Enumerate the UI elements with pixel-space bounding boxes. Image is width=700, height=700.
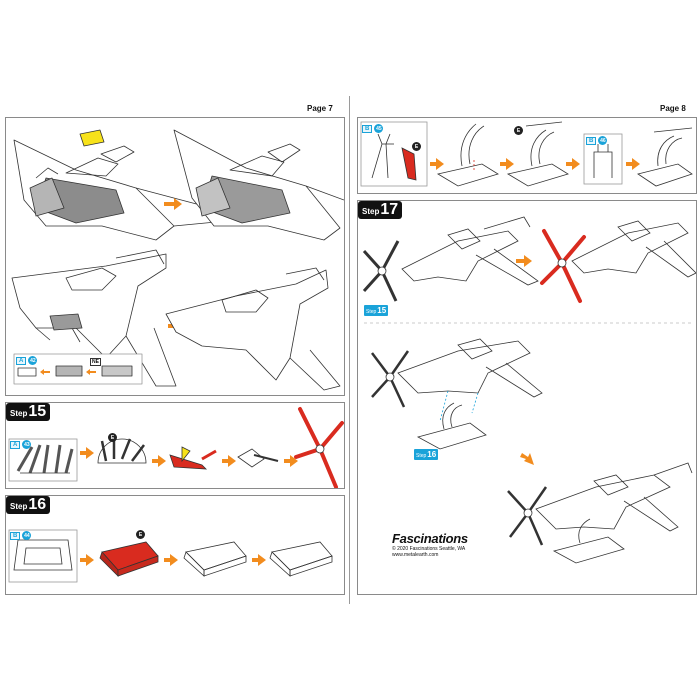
tab-letter-e: E [412, 142, 421, 151]
step-number: 17 [380, 201, 399, 218]
part-ref-b-45: B 45 [362, 124, 384, 133]
propeller-assembly-drawing [8, 407, 344, 488]
tab-callout-e: E [106, 433, 117, 442]
tag-number: 15 [377, 306, 387, 315]
step-17-badge: Step 17 [358, 201, 403, 219]
plane-fuselage-shaded [13, 129, 217, 241]
tab-letter-e: E [136, 530, 145, 539]
tab-letter-b: B [586, 136, 597, 145]
stand-base-drawing [8, 529, 333, 583]
tab-letter-a: A [16, 356, 27, 365]
page-number-7: Page 7 [307, 104, 333, 113]
step-number: 16 [28, 496, 47, 513]
assembly-panel-step-14: A 42 NE [5, 117, 345, 396]
completed-plane-on-stand [507, 462, 693, 564]
brand-logo: Fascinations [392, 531, 468, 546]
panel-stand-assembly: B 45 E E B 46 [357, 117, 697, 194]
tab-callout-e-2: E [512, 126, 523, 135]
plane-with-part-42 [11, 249, 177, 387]
step-ref-tag-16: Step 16 [414, 449, 439, 460]
tab-letter-b: B [362, 124, 373, 133]
part-ref-b-44: B 44 [10, 531, 32, 540]
part-ref-b-46: B 46 [586, 136, 608, 145]
brand-block: Fascinations © 2020 Fascinations Seattle… [392, 531, 468, 558]
tab-letter-b: B [10, 531, 21, 540]
step-number: 15 [28, 403, 47, 420]
tab-callout-e: E [134, 530, 145, 539]
step-15-badge: Step 15 [6, 403, 51, 421]
plane-assembled-step-14 [165, 267, 341, 391]
plane-over-stand [371, 338, 543, 450]
tag-word: Step [416, 453, 427, 459]
stand-assembly-drawing [360, 121, 693, 187]
part-ref-a-43: A 43 [10, 440, 32, 449]
panel-step-16: Step 16 B 44 E [5, 495, 345, 595]
page-divider [349, 96, 350, 604]
part-ref-a-42: A 42 [16, 356, 38, 365]
part-number: 42 [28, 356, 38, 365]
tag-word: Step [366, 309, 377, 315]
step-word: Step [362, 207, 380, 216]
tab-letter-a: A [10, 440, 21, 449]
panel-step-17: Step 17 [357, 200, 697, 595]
tag-number: 16 [427, 450, 437, 459]
panel-step-15: Step 15 A 43 E [5, 402, 345, 489]
part-number: 43 [22, 440, 32, 449]
part-number: 44 [22, 531, 32, 540]
tab-callout-e: E [410, 142, 421, 151]
plane-with-propeller [362, 216, 539, 302]
step-word: Step [10, 409, 28, 418]
website-link[interactable]: www.metalearth.com [392, 552, 439, 558]
part-number: 46 [598, 136, 608, 145]
plane-assembly-drawing [11, 129, 344, 391]
part-number: 45 [374, 124, 384, 133]
ne-label: NE [90, 358, 101, 366]
step-ref-tag-15: Step 15 [364, 305, 389, 316]
step-word: Step [10, 502, 28, 511]
step-16-badge: Step 16 [6, 496, 51, 514]
page-number-8: Page 8 [660, 104, 686, 113]
plane-with-red-propeller [540, 220, 696, 303]
tab-letter-e: E [514, 126, 523, 135]
copyright-text: © 2020 Fascinations Seattle, WA [392, 546, 466, 552]
final-assembly-drawing [362, 216, 696, 564]
tab-letter-e: E [108, 433, 117, 442]
plane-fuselage-assembled [173, 129, 344, 241]
